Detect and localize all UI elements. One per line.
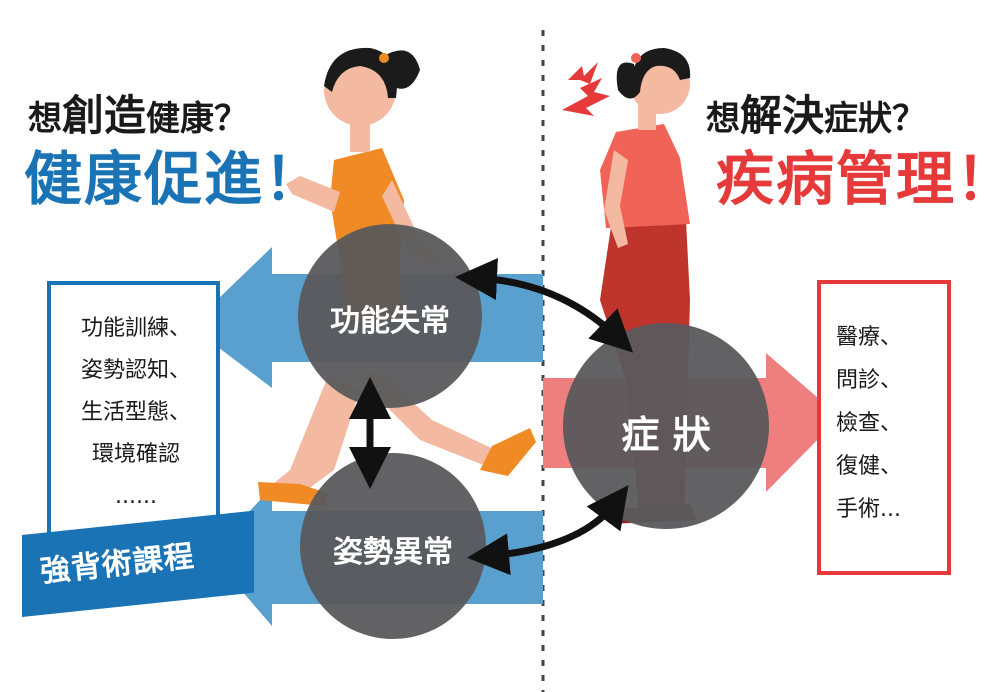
right-question-prefix: 想 xyxy=(706,99,740,139)
circle-symptom xyxy=(563,323,769,529)
left-question: 想創造健康？ xyxy=(28,82,248,143)
pain-burst-icon xyxy=(562,78,610,116)
left-main-title: 健康促進！ xyxy=(24,145,325,213)
list-item: 生活型態、 xyxy=(80,400,191,425)
left-question-prefix: 想 xyxy=(28,99,62,139)
right-list-box xyxy=(817,280,951,575)
list-item: ...... xyxy=(115,484,157,509)
right-question-emphasis: 解決 xyxy=(740,91,825,140)
right-main-title: 疾病管理！ xyxy=(716,145,1000,213)
list-item: 問診、 xyxy=(836,368,903,393)
circle-posture xyxy=(300,453,486,639)
left-question-suffix: 健康？ xyxy=(146,99,249,139)
list-item: 環境確認 xyxy=(91,442,180,467)
right-question: 想解決症狀？ xyxy=(706,82,926,143)
arrow-function-symptom xyxy=(455,258,634,353)
circle-function-label: 功能失常 xyxy=(330,304,450,339)
list-item: 功能訓練、 xyxy=(80,316,191,341)
list-item: 醫療、 xyxy=(836,325,903,350)
arrow-posture-symptom xyxy=(467,485,629,576)
list-item: 姿勢認知、 xyxy=(80,358,191,383)
right-list: 醫療、 問診、 檢查、 復健、 手術... xyxy=(836,316,946,531)
circle-function xyxy=(298,224,482,408)
list-item: 復健、 xyxy=(836,454,903,479)
left-list: 功能訓練、 姿勢認知、 生活型態、 環境確認 ...... xyxy=(56,308,216,518)
circle-symptom-label: 症 狀 xyxy=(621,413,711,457)
circle-posture-label: 姿勢異常 xyxy=(333,535,453,570)
pain-burst-icon-small xyxy=(568,62,598,84)
list-item: 檢查、 xyxy=(836,411,903,436)
left-question-emphasis: 創造 xyxy=(62,91,147,140)
list-item: 手術... xyxy=(836,497,901,522)
right-question-suffix: 症狀？ xyxy=(824,99,927,139)
